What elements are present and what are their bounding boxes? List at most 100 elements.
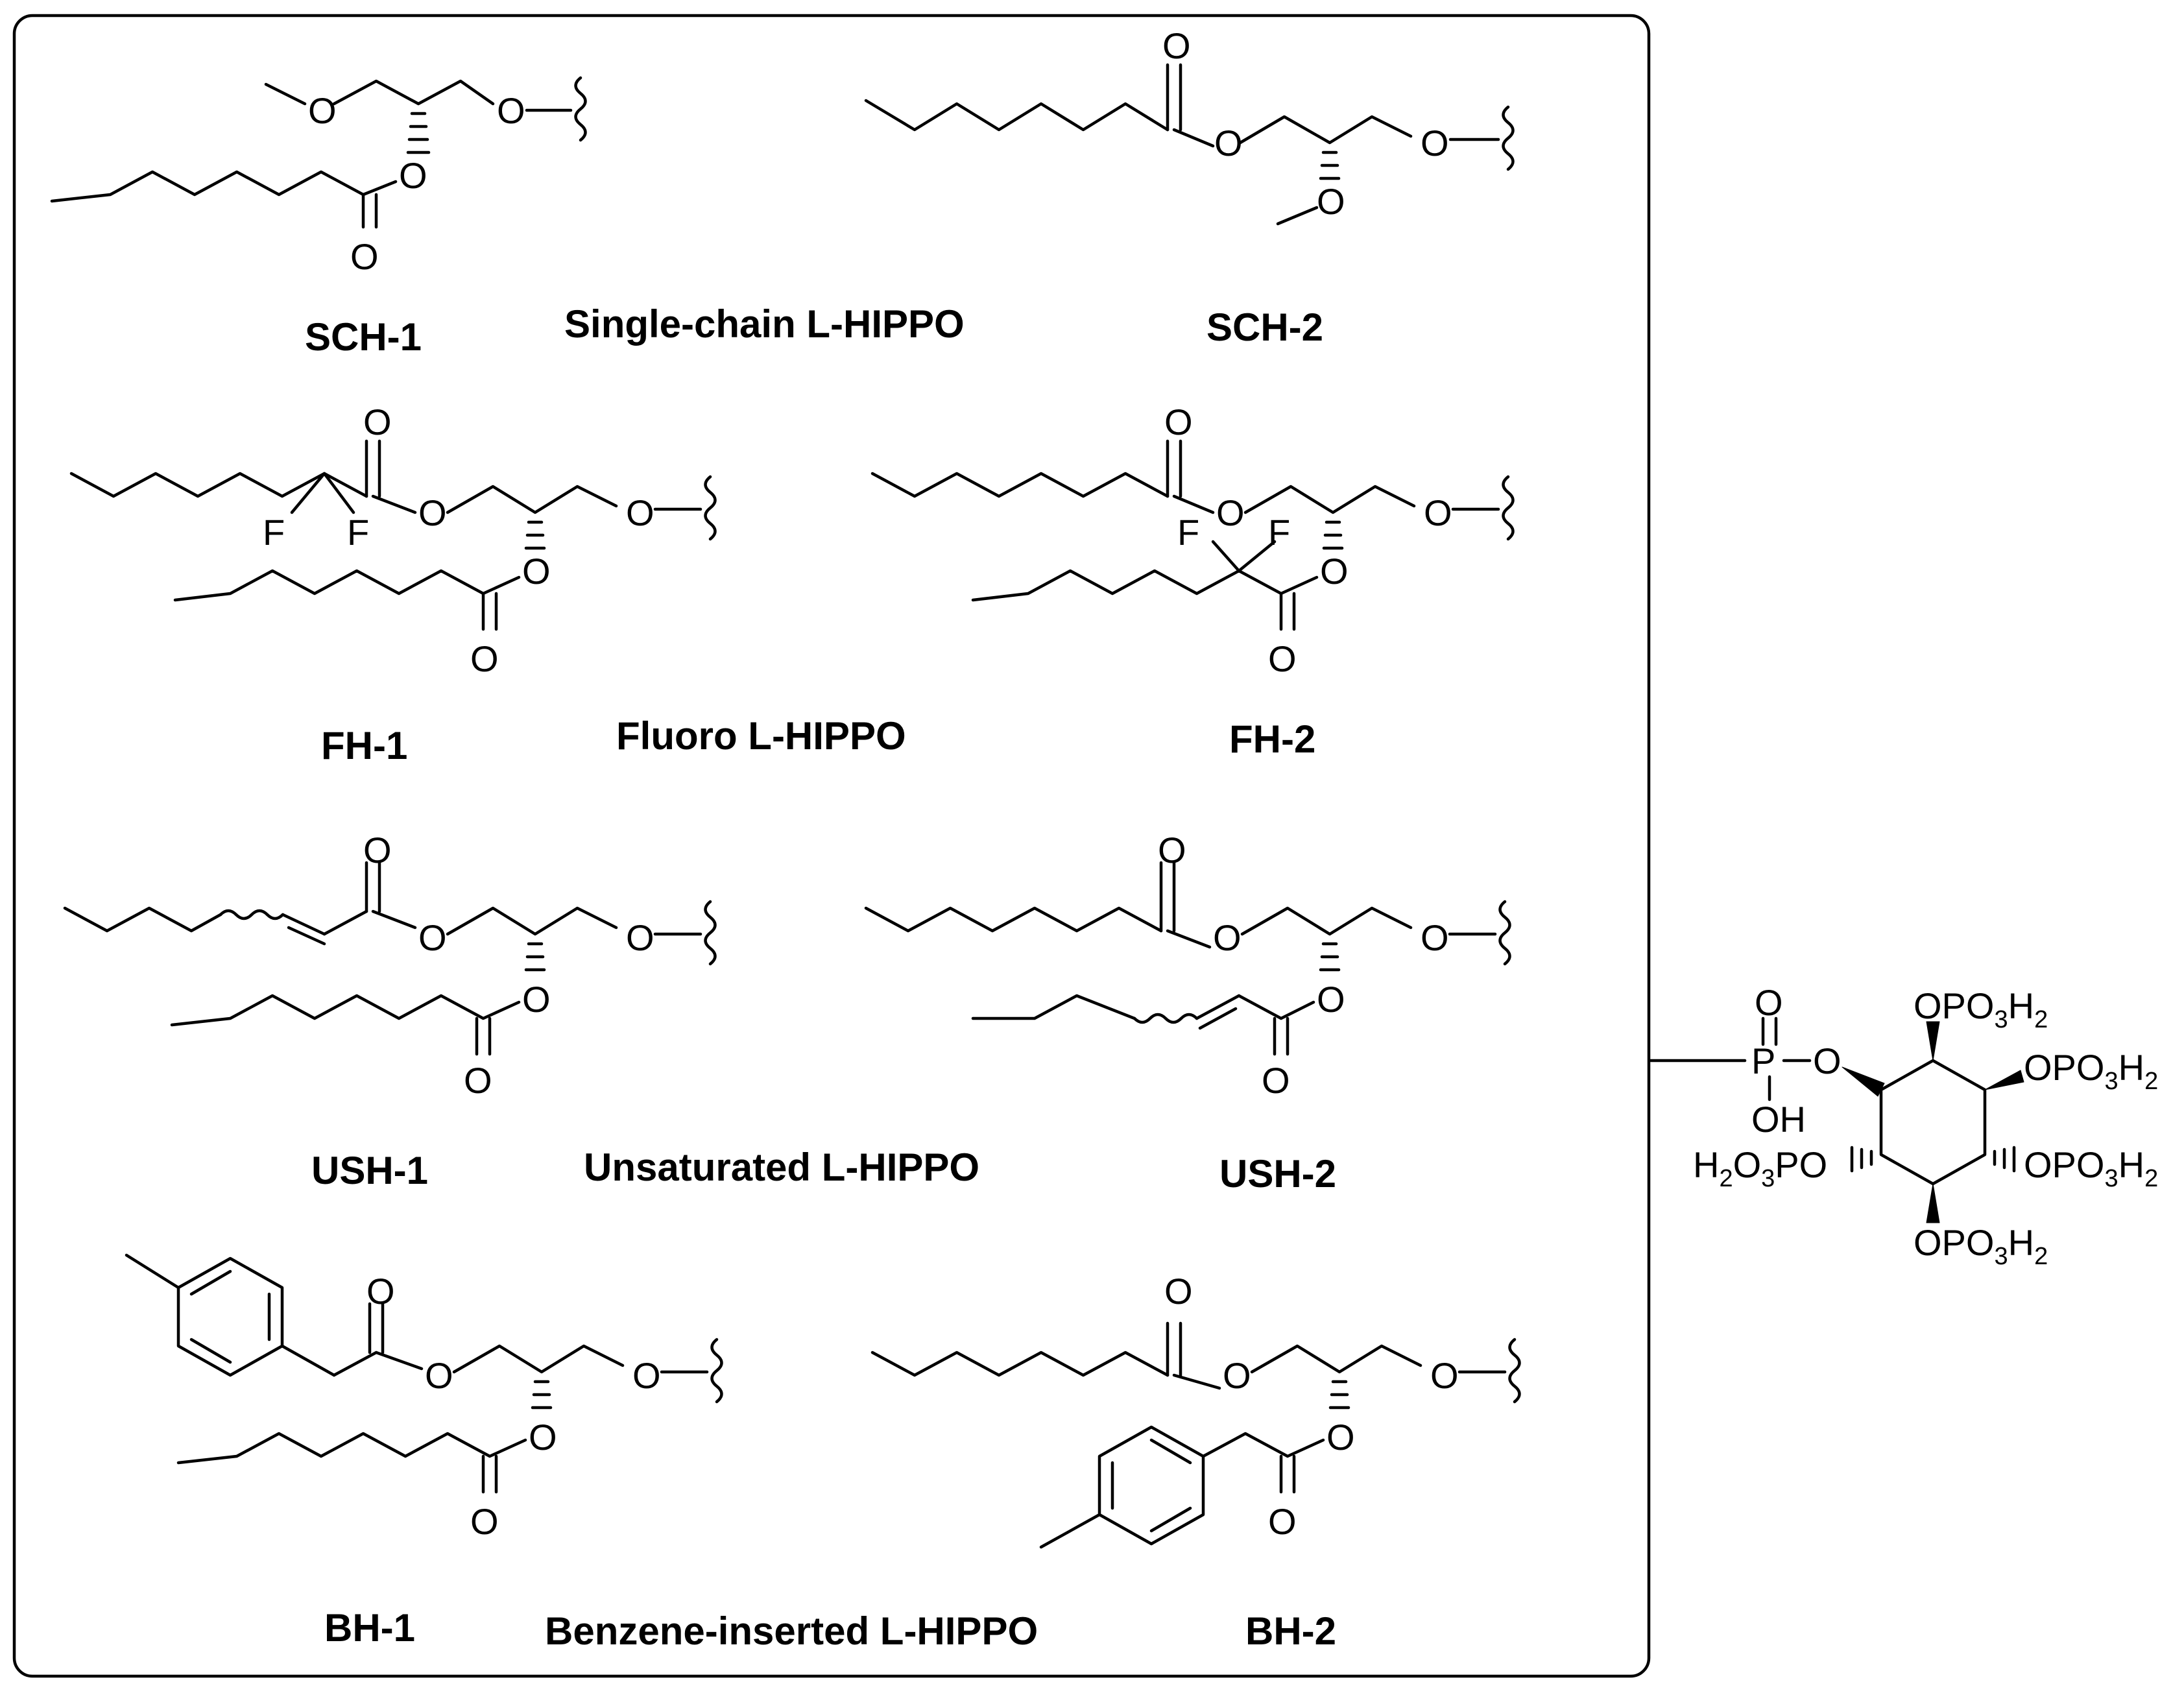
atom-oh: OH bbox=[1751, 1099, 1806, 1140]
atom-o: O bbox=[1268, 1501, 1297, 1542]
atom-o: O bbox=[308, 90, 337, 131]
hashed-bond-icon bbox=[1993, 1146, 2016, 1173]
wavy-bond-icon bbox=[1133, 1013, 1199, 1024]
atom-o: O bbox=[1317, 979, 1345, 1020]
atom-o: O bbox=[418, 492, 447, 533]
compound-label-sch-1: SCH-1 bbox=[305, 315, 422, 359]
atom-o: O bbox=[1162, 25, 1191, 66]
atom-o: O bbox=[363, 402, 392, 442]
hashed-bond-icon bbox=[1850, 1146, 1873, 1173]
atom-o: O bbox=[1214, 123, 1243, 163]
atom-o: O bbox=[522, 551, 551, 592]
wavy-bond-icon bbox=[1502, 105, 1515, 171]
atom-o: O bbox=[418, 917, 447, 958]
atom-o: O bbox=[1158, 830, 1186, 871]
atom-o: O bbox=[399, 155, 427, 196]
fh-1-structure: O O O F F O O FH-1 bbox=[69, 402, 717, 767]
group-title-unsaturated: Unsaturated L-HIPPO bbox=[584, 1146, 979, 1189]
atom-o: O bbox=[1421, 917, 1449, 958]
group-title-single-chain: Single-chain L-HIPPO bbox=[564, 302, 965, 346]
compound-frame bbox=[12, 14, 1651, 1678]
group-title-benzene-inserted: Benzene-inserted L-HIPPO bbox=[545, 1609, 1038, 1653]
bh-2-structure: O O O O O BH-2 bbox=[870, 1271, 1521, 1653]
atom-o: O bbox=[1164, 1271, 1193, 1312]
atom-o: O bbox=[522, 979, 551, 1020]
atom-o: O bbox=[1424, 492, 1452, 533]
atom-o: O bbox=[1430, 1355, 1459, 1396]
hashed-bond-icon bbox=[524, 520, 546, 550]
cyclohexane-ring-icon bbox=[1879, 1059, 1987, 1186]
substituent-opo3h2: OPO3H2 bbox=[2024, 1047, 2158, 1095]
atom-o: O bbox=[1223, 1355, 1251, 1396]
atom-o: O bbox=[1317, 181, 1345, 222]
compound-label-ush-1: USH-1 bbox=[311, 1149, 428, 1192]
atom-o: O bbox=[363, 830, 392, 871]
hashed-bond-icon bbox=[531, 1380, 553, 1410]
wedge-bond-icon bbox=[1984, 1070, 2024, 1090]
atom-o: O bbox=[470, 1501, 499, 1542]
atom-o: O bbox=[470, 638, 499, 679]
atom-o: O bbox=[366, 1271, 395, 1312]
atom-o: O bbox=[1421, 123, 1449, 163]
atom-o: O bbox=[632, 1355, 661, 1396]
hashed-bond-icon bbox=[1322, 520, 1344, 550]
atom-f: F bbox=[263, 512, 285, 553]
wedge-bond-icon bbox=[1842, 1066, 1885, 1097]
bh-1-structure: O O O O O BH-1 bbox=[125, 1253, 723, 1650]
wedge-bond-icon bbox=[1926, 1183, 1940, 1223]
atom-f: F bbox=[1177, 512, 1199, 553]
wavy-bond-icon bbox=[1508, 1338, 1521, 1404]
atom-o: O bbox=[1216, 492, 1245, 533]
atom-o: O bbox=[1813, 1040, 1842, 1081]
group-title-fluoro: Fluoro L-HIPPO bbox=[616, 714, 906, 758]
atom-o: O bbox=[1326, 1417, 1355, 1458]
atom-o: O bbox=[464, 1060, 492, 1101]
atom-f: F bbox=[1268, 512, 1290, 553]
wavy-bond-icon bbox=[219, 909, 285, 920]
wavy-bond-icon bbox=[704, 475, 717, 541]
substituent-opo3h2: OPO3H2 bbox=[1914, 985, 2048, 1033]
wavy-bond-icon bbox=[1502, 475, 1515, 541]
atom-o: O bbox=[350, 236, 379, 277]
hashed-bond-icon bbox=[1328, 1380, 1350, 1410]
compound-label-bh-2: BH-2 bbox=[1245, 1609, 1336, 1653]
inositol-headgroup-structure: P O OH O OPO3H2 OPO3H2 OPO3H2 bbox=[1649, 982, 2158, 1270]
compound-label-ush-2: USH-2 bbox=[1219, 1152, 1336, 1195]
sch-2-structure: O O O O SCH-2 bbox=[864, 25, 1515, 349]
wavy-bond-icon bbox=[704, 900, 717, 966]
atom-o: O bbox=[1262, 1060, 1290, 1101]
hashed-bond-icon bbox=[524, 942, 546, 972]
wedge-bond-icon bbox=[1926, 1021, 1940, 1061]
atom-o: O bbox=[626, 917, 654, 958]
hashed-bond-icon bbox=[406, 112, 431, 154]
benzene-ring-icon bbox=[1098, 1425, 1205, 1546]
sch-1-structure: O O O O SCH-1 bbox=[50, 76, 587, 359]
substituent-opo3h2: OPO3H2 bbox=[1914, 1222, 2048, 1270]
wavy-bond-icon bbox=[710, 1338, 723, 1404]
atom-o: O bbox=[529, 1417, 557, 1458]
atom-o: O bbox=[497, 90, 525, 131]
substituent-opo3h2: OPO3H2 bbox=[2024, 1144, 2158, 1192]
atom-o: O bbox=[1320, 551, 1349, 592]
atom-o: O bbox=[1164, 402, 1193, 442]
ush-1-structure: O O O O O USH-1 bbox=[63, 830, 717, 1192]
ush-2-structure: O O O O O USH-2 bbox=[864, 830, 1511, 1195]
compound-label-fh-2: FH-2 bbox=[1229, 717, 1315, 761]
atom-f: F bbox=[347, 512, 369, 553]
compound-label-sch-2: SCH-2 bbox=[1206, 306, 1323, 349]
wavy-bond-icon bbox=[1498, 900, 1511, 966]
hashed-bond-icon bbox=[1319, 942, 1341, 972]
fh-2-structure: O O O O F F O FH-2 bbox=[870, 402, 1515, 761]
wavy-bond-icon bbox=[574, 76, 587, 142]
atom-o: O bbox=[1268, 638, 1297, 679]
atom-o: O bbox=[626, 492, 654, 533]
compound-label-fh-1: FH-1 bbox=[321, 724, 407, 767]
compound-label-bh-1: BH-1 bbox=[324, 1606, 415, 1650]
benzene-ring-icon bbox=[176, 1256, 284, 1377]
atom-p: P bbox=[1751, 1040, 1775, 1081]
atom-o: O bbox=[1755, 982, 1783, 1023]
atom-o: O bbox=[425, 1355, 453, 1396]
substituent-h2o3po: H2O3PO bbox=[1693, 1144, 1827, 1192]
hashed-bond-icon bbox=[1319, 150, 1341, 180]
